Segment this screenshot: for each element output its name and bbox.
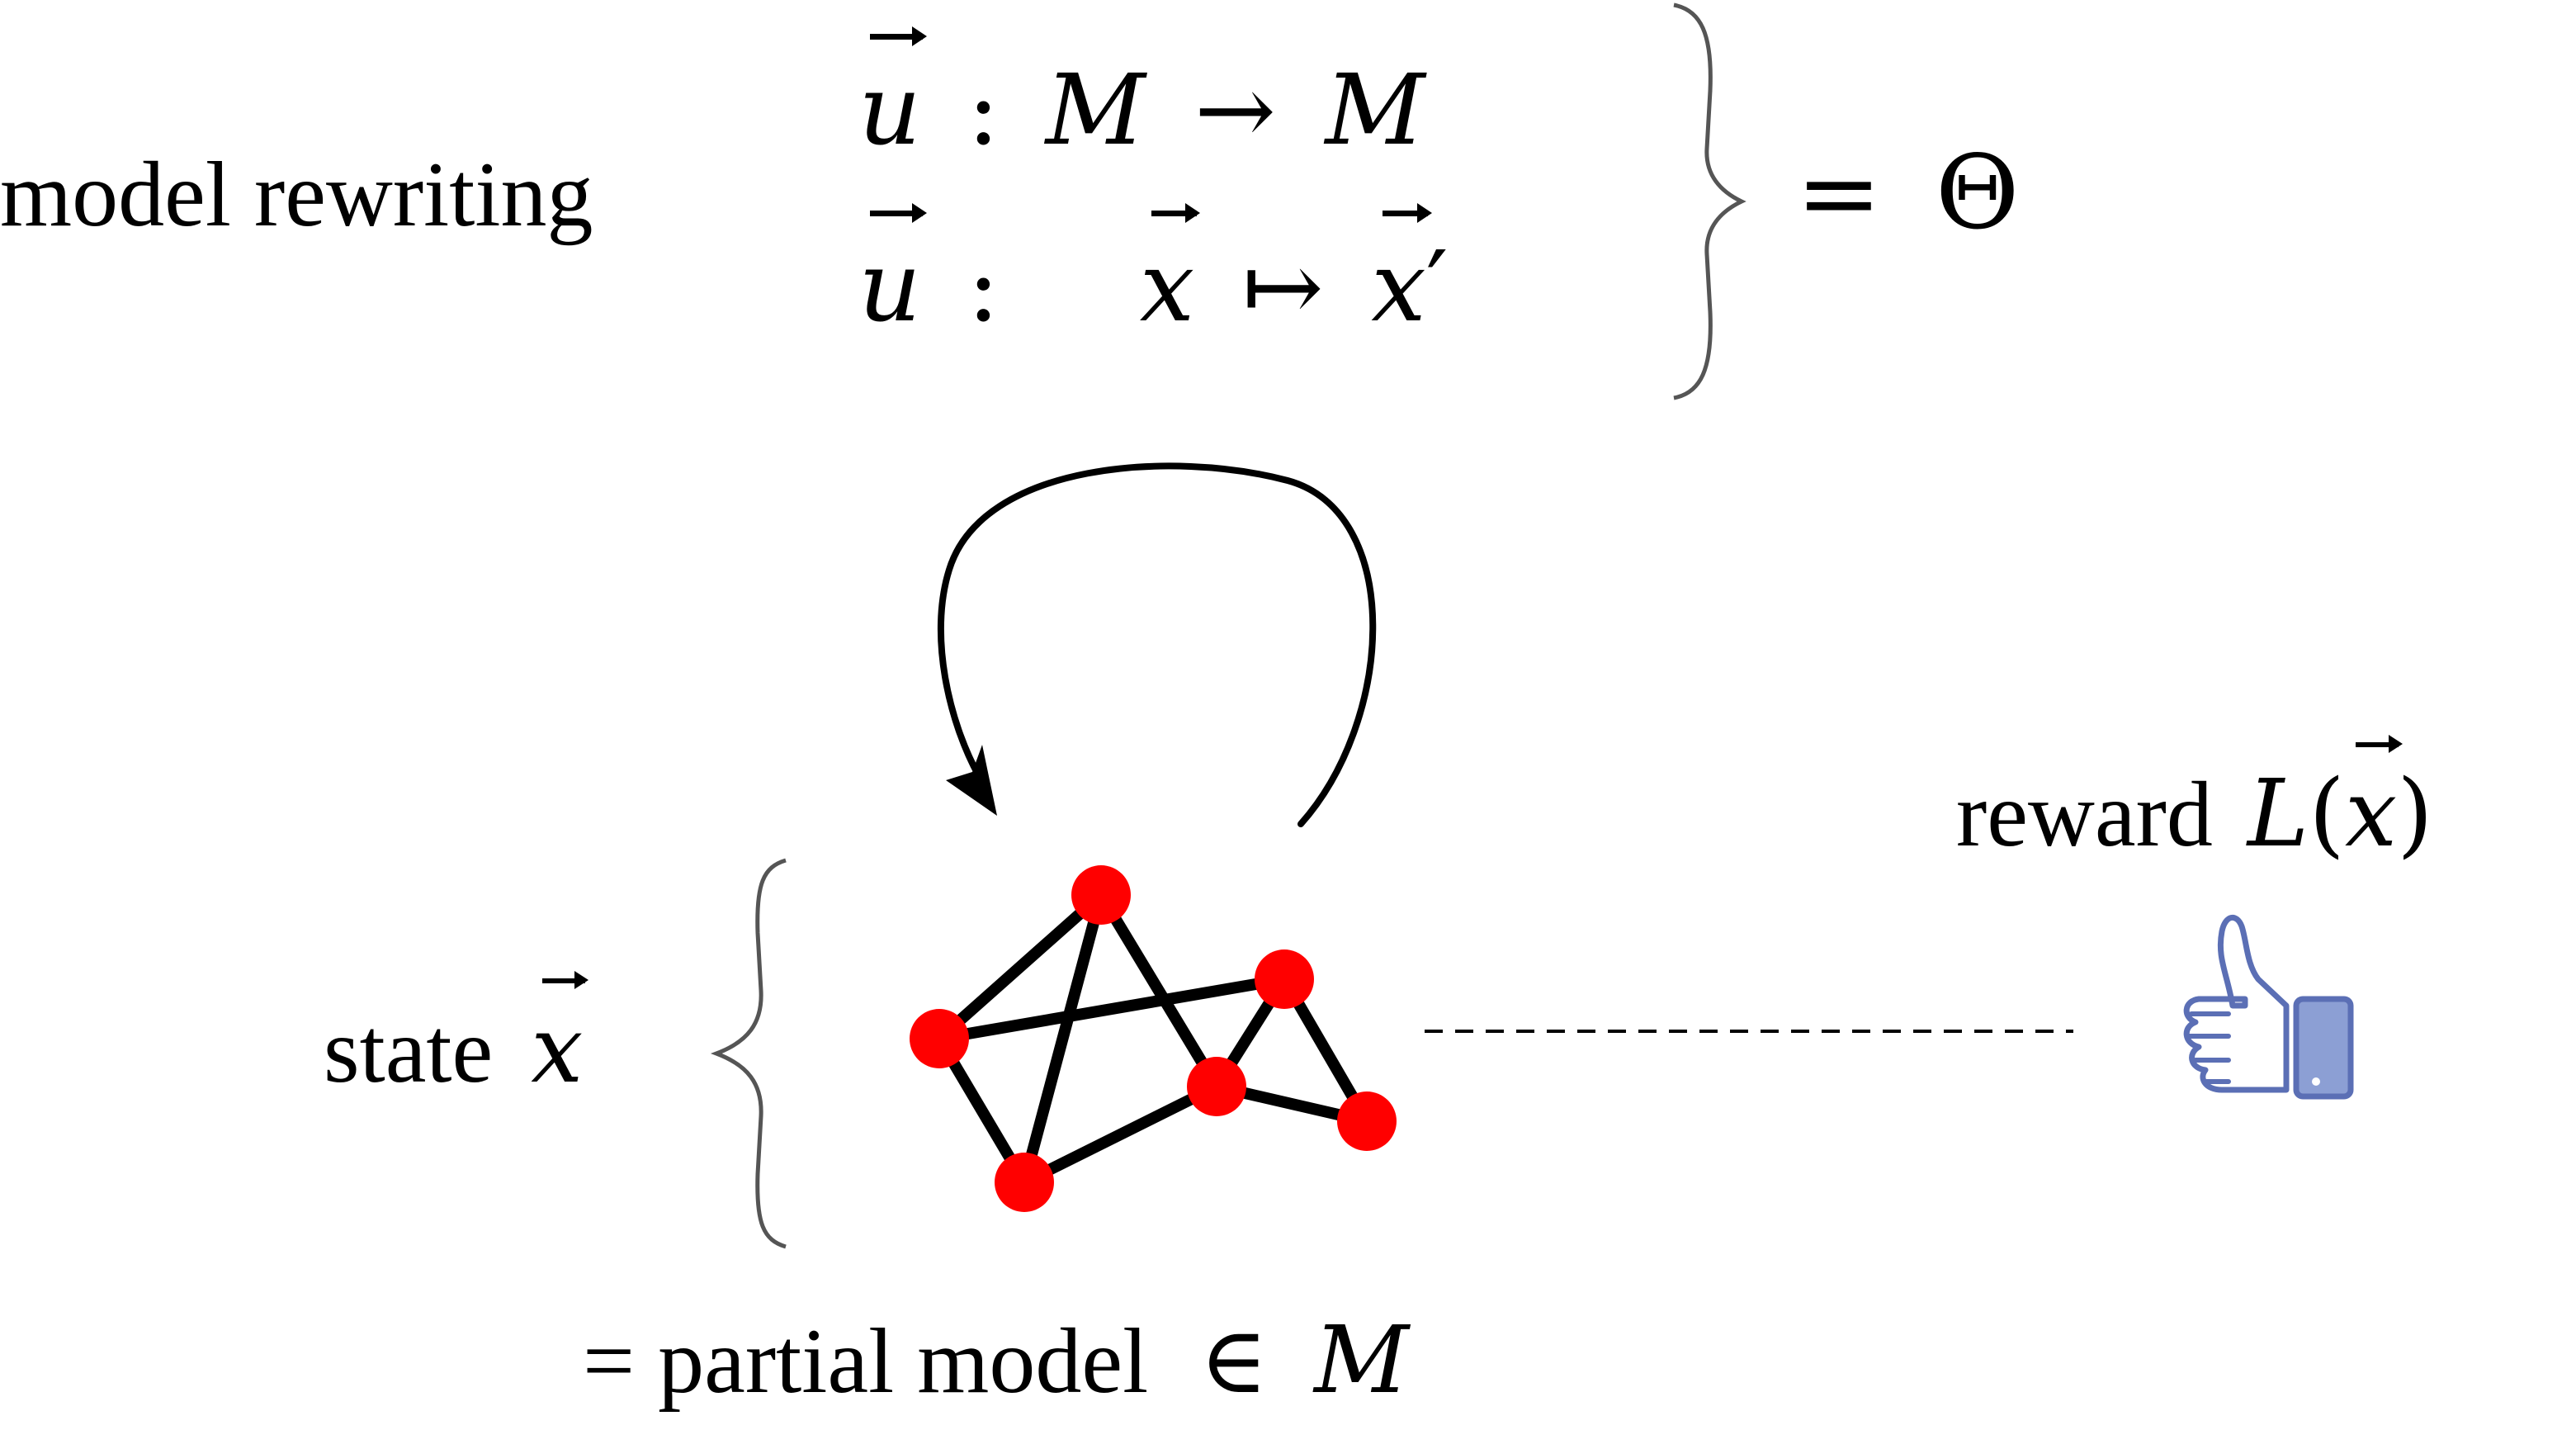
graph-nodes: [910, 865, 1397, 1212]
state-variable: x: [531, 971, 589, 1104]
rule1-colon: :: [967, 53, 1000, 167]
graph-edge: [1095, 889, 1222, 1092]
rule2-to: x: [1371, 203, 1432, 343]
state-brace: [710, 858, 787, 1249]
reward-function: L: [2247, 760, 2309, 868]
state-label: state: [324, 1000, 494, 1102]
rule2-mapsto: ↦: [1241, 230, 1324, 343]
header-brace: [1673, 2, 1746, 400]
element-of-symbol: ∈: [1199, 1307, 1269, 1414]
rule-line-2: u : x ↦ x′: [858, 203, 1449, 343]
graph-node: [1071, 865, 1131, 925]
rule2-operator: u: [858, 203, 928, 343]
reward-close-paren: ): [2397, 760, 2433, 868]
rewrite-loop-arrow: [937, 462, 1377, 827]
graph-node: [995, 1153, 1054, 1212]
rule2-colon: :: [967, 230, 1000, 343]
equals-sign: =: [1796, 134, 1882, 253]
thumbs-up-icon: [2183, 915, 2354, 1100]
reward-label-group: reward L(x): [1956, 735, 2433, 868]
graph-edge: [934, 889, 1107, 1044]
graph-node: [1255, 949, 1314, 1009]
graph-node: [1337, 1091, 1397, 1151]
theta-equation: = Θ: [1796, 142, 2020, 245]
rule-line-1: u : M → M: [858, 26, 1425, 167]
model-space-symbol: M: [1314, 1307, 1409, 1414]
graph-edge: [1019, 889, 1107, 1188]
graph-edge: [1019, 1081, 1222, 1188]
rewrite-loop-arrowhead: [946, 745, 997, 816]
graph-edges: [934, 889, 1373, 1188]
reward-label: reward: [1956, 764, 2213, 866]
graph-node: [910, 1009, 969, 1068]
graph-edge: [934, 973, 1290, 1044]
rule2-prime: ′: [1425, 230, 1449, 343]
rule2-from: x: [1139, 203, 1200, 343]
rule1-domain: M: [1045, 53, 1146, 167]
rule1-arrow: →: [1194, 53, 1276, 167]
reward-open-paren: (: [2309, 760, 2345, 868]
footer-label-group: = partial model ∈ M: [583, 1314, 1409, 1408]
graph-node: [1187, 1057, 1246, 1116]
reward-variable: x: [2344, 735, 2403, 868]
partial-model-label: = partial model: [583, 1310, 1149, 1413]
header-label: model rewriting: [0, 144, 593, 246]
rule1-codomain: M: [1325, 53, 1425, 167]
state-label-group: state x: [324, 971, 589, 1104]
theta-symbol: Θ: [1935, 134, 2020, 253]
rule1-operator: u: [858, 26, 928, 167]
